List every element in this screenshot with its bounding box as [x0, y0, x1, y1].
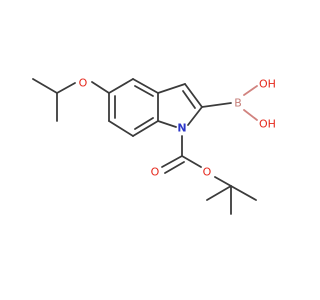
bond-carbonyl-c-o-double-a — [161, 155, 183, 168]
bond-isopropyl-ch-oxygen — [56, 82, 76, 94]
bond-tbu-c-methyl-right — [230, 185, 257, 201]
atom-label-carbonyl-oxygen: O — [151, 166, 160, 179]
pyrrole-ring — [157, 83, 203, 128]
bond-benz-c5-c4 — [108, 78, 134, 94]
atom-label-ester-oxygen: O — [203, 166, 212, 179]
bond-carbonyl-c-o-double-b — [164, 161, 185, 174]
isopropyl-group — [32, 78, 76, 122]
bond-pyrrole-c3a-c3 — [157, 83, 186, 94]
bond-benz-c7a-c7-inner — [134, 117, 154, 130]
bond-c2-boron — [201, 102, 232, 108]
bond-pyrrole-n-c7a — [157, 120, 177, 128]
bond-benz-c7-c6 — [108, 120, 134, 137]
atom-label-hydroxyl-top: OH — [259, 78, 276, 91]
atom-label-ring-nitrogen: N — [177, 122, 186, 135]
bond-pyrrole-c3-c2 — [184, 83, 203, 108]
bond-boron-oh-bottom — [243, 109, 258, 121]
bond-isopropyl-ch-methyl-left — [32, 78, 58, 94]
bond-pyrrole-c2-n — [187, 106, 203, 126]
molecule-structure-diagram: O N B OH OH O O — [32, 77, 276, 215]
boc-group — [161, 135, 257, 215]
bond-tbu-c-methyl-left — [206, 185, 232, 201]
atom-label-ether-oxygen: O — [79, 77, 88, 90]
bond-ester-o-tbu-c — [214, 176, 232, 187]
bond-boron-oh-top — [243, 85, 258, 96]
bond-benz-c4-c3a — [132, 78, 159, 94]
atom-label-boron: B — [234, 97, 242, 110]
bond-carbonyl-c-ester-o — [181, 155, 202, 168]
benzene-ring — [108, 78, 159, 137]
boronic-acid-group — [201, 85, 258, 121]
bond-pyrrole-c3-c2-inner — [182, 90, 196, 109]
bond-benz-c7a-c7 — [132, 120, 159, 137]
atom-label-hydroxyl-bottom: OH — [259, 118, 276, 131]
bond-ether-o-ring — [91, 81, 110, 94]
bond-benz-c4-c3a-inner — [134, 85, 154, 97]
